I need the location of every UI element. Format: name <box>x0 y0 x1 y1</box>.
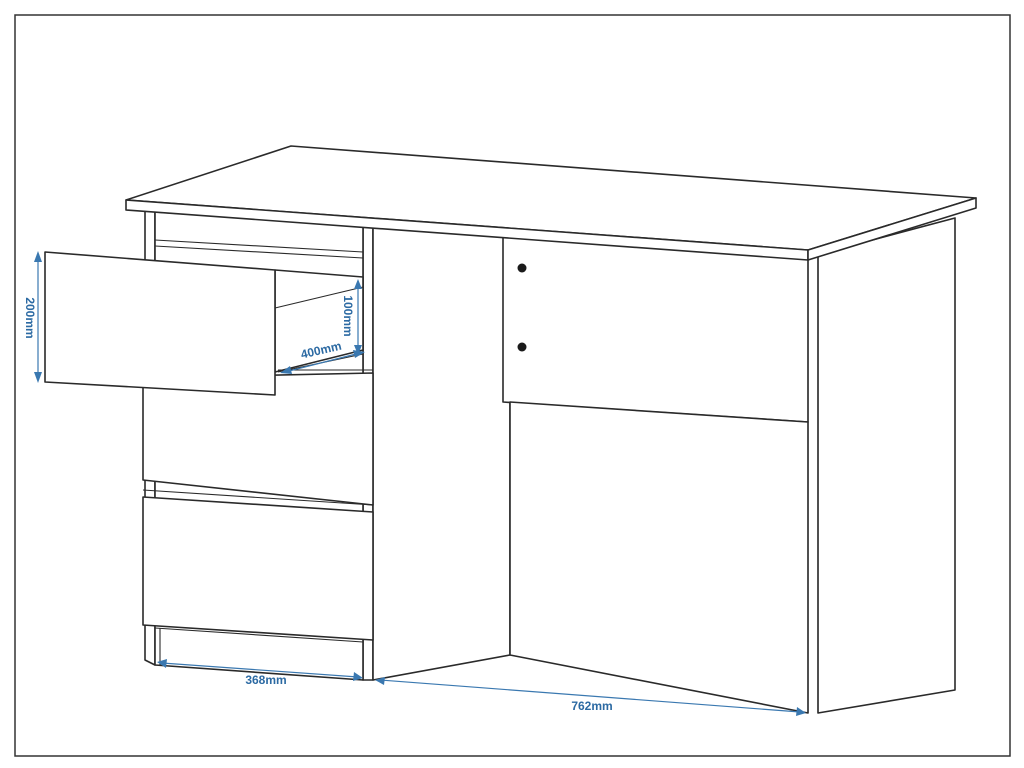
left-unit-inner-shelf <box>154 239 364 253</box>
dim-line-368 <box>161 662 359 678</box>
dim-arrow <box>354 279 362 289</box>
dim-label-368: 368mm <box>245 673 286 687</box>
dim-label-762: 762mm <box>571 699 612 713</box>
dim-line-400 <box>284 352 361 373</box>
open-drawer-inner-bottom <box>274 286 364 309</box>
dim-arrow <box>34 372 42 383</box>
right-upper-front <box>502 235 809 423</box>
bottom-drawer-top-edge <box>142 489 374 506</box>
dim-label-100: 100mm <box>341 295 355 336</box>
open-drawer-front <box>44 251 276 396</box>
inner-panel <box>372 226 511 681</box>
image-border <box>14 14 1011 757</box>
dim-line-762 <box>379 679 801 713</box>
dim-arrow <box>353 350 365 358</box>
dim-arrow <box>34 251 42 262</box>
bottom-drawer-front <box>142 496 374 641</box>
dim-arrow <box>353 672 363 681</box>
dim-arrow <box>375 677 385 685</box>
left-unit-plinth <box>154 627 364 643</box>
dim-arrow <box>280 366 292 374</box>
dim-label-200: 200mm <box>23 297 37 338</box>
dim-arrow <box>354 345 362 355</box>
desktop-side-edge <box>807 197 977 261</box>
knob-icon <box>517 342 527 352</box>
dim-arrow <box>157 659 167 668</box>
dim-arrow <box>796 707 806 716</box>
right-lower-cabinet <box>509 401 809 714</box>
right-side-panel <box>807 217 956 714</box>
left-unit-inner-shelf-2 <box>154 245 364 259</box>
knob-icon <box>517 263 527 273</box>
